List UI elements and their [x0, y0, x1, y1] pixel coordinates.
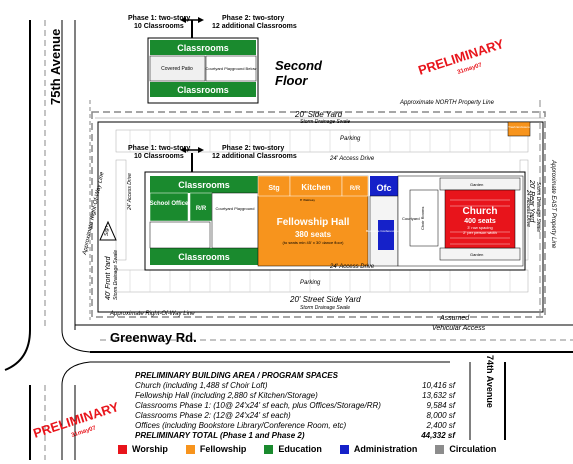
second-floor-plan	[147, 17, 259, 104]
gf-school-office: School Office	[150, 201, 189, 207]
legend-item-education: Education	[264, 444, 322, 454]
side-yard-label: 20' Side Yard	[294, 110, 343, 119]
legend-swatch	[185, 444, 195, 454]
gf-church-sub2: 2' per person width	[463, 230, 497, 235]
legend-item-worship: Worship	[118, 444, 168, 454]
gf-classrooms-top: Classrooms	[178, 180, 230, 190]
sf-classrooms-bottom: Classrooms	[177, 85, 229, 95]
program-row: Church (including 1,488 sf Choir Loft)10…	[135, 381, 455, 390]
gf-church-sub1: 3' row spacing	[467, 225, 492, 230]
legend-swatch	[339, 444, 349, 454]
program-total: PRELIMINARY TOTAL (Phase 1 and Phase 2)4…	[135, 431, 455, 440]
sf-classrooms-top: Classrooms	[177, 43, 229, 53]
gf-garden-bottom: Garden	[470, 252, 483, 257]
trash-label: Trash Enclosure	[508, 125, 530, 129]
road-74th-avenue	[469, 362, 506, 440]
legend-item-fellowship: Fellowship	[185, 444, 246, 454]
sign-marker	[99, 220, 117, 241]
gf-kitchen: Kitchen	[301, 183, 330, 192]
street-swale-label: Storm Drainage Swale	[300, 305, 350, 311]
road-greenway	[61, 324, 573, 386]
parking-top-label: Parking	[340, 136, 361, 142]
program-heading: PRELIMINARY BUILDING AREA / PROGRAM SPAC…	[135, 371, 338, 380]
access-left-label: 24' Access Drive	[127, 173, 133, 211]
access-top-label: 24' Access Drive	[329, 156, 375, 162]
side-swale-label: Storm Drainage Swale	[300, 119, 350, 125]
gf-phase2-sub: 12 additional Classrooms	[212, 153, 297, 160]
sf-phase2-sub: 12 additional Classrooms	[212, 23, 297, 30]
street-yard-label: 20' Street Side Yard	[289, 295, 361, 304]
gf-courtyard: Courtyard Playground	[216, 206, 255, 211]
program-row: Offices (including Bookstore Library/Con…	[135, 421, 455, 430]
gf-church: Church	[463, 206, 498, 217]
avenue-75-label: 75th Avenue	[48, 29, 63, 105]
gf-walkway: 8' Walkway	[300, 198, 315, 202]
gf-bookstore: Bookstore Conference Library	[366, 229, 406, 233]
parking-area	[115, 129, 529, 293]
road-75th-avenue	[4, 20, 91, 460]
front-swale-label: Storm Drainage Swale	[113, 250, 119, 300]
program-spaces: PRELIMINARY BUILDING AREA / PROGRAM SPAC…	[135, 371, 455, 441]
sf-covered-patio: Covered Patio	[161, 66, 193, 72]
greenway-label: Greenway Rd.	[110, 330, 197, 345]
row-bottom-label: Approximate Right-Of-Way Line	[109, 311, 195, 317]
gf-rr: R/R	[196, 206, 207, 212]
program-row: Classrooms Phase 1: (10@ 24'x24' sf each…	[135, 401, 455, 410]
rear-swale-label: Storm Drainage Swale	[535, 182, 541, 232]
sf-phase1-sub: 10 Classrooms	[134, 23, 184, 30]
trash-enclosure	[507, 121, 531, 137]
legend: Worship Fellowship Education Administrat…	[118, 444, 496, 454]
sign-label: Sign	[104, 226, 110, 236]
legend-item-circulation: Circulation	[435, 444, 496, 454]
gf-stg: Stg	[268, 185, 279, 192]
parking-bottom-label: Parking	[300, 280, 321, 286]
legend-swatch	[435, 444, 445, 454]
gf-rr2: R/R	[350, 186, 361, 192]
gf-garden-top: Garden	[470, 182, 483, 187]
gf-church-seats: 400 seats	[464, 218, 496, 225]
access-bottom-label: 24' Access Drive	[329, 264, 375, 270]
sf-courtyard: Courtyard Playground Below	[206, 66, 257, 71]
program-row: Classrooms Phase 2: (12@ 24'x24' sf each…	[135, 411, 455, 420]
vehicular-label: Vehicular Access	[432, 325, 486, 332]
assumed-label: Assumed	[439, 315, 470, 322]
east-line-label: Approximate EAST Property Line	[550, 159, 556, 249]
gf-ofc: Ofc	[376, 183, 391, 193]
access-right-label: 24' Access Drive	[525, 189, 531, 227]
ground-floor-plan	[144, 147, 526, 271]
gf-fellowship: Fellowship Hall	[277, 217, 350, 228]
legend-swatch	[118, 444, 127, 454]
gf-choir: Choir Rooms	[420, 207, 425, 230]
sf-phase2: Phase 2: two-story	[222, 15, 284, 22]
north-line-label: Approximate NORTH Property Line	[399, 100, 495, 106]
gf-phase1: Phase 1: two-story	[128, 145, 190, 152]
gf-classrooms-bottom: Classrooms	[178, 252, 230, 262]
gf-seats: 380 seats	[295, 230, 332, 239]
legend-swatch	[264, 444, 274, 454]
avenue-74-label: 74th Avenue	[485, 355, 495, 408]
program-row: Fellowship Hall (including 2,880 sf Kitc…	[135, 391, 455, 400]
sf-phase1: Phase 1: two-story	[128, 15, 190, 22]
rear-yard-label: 20' Rear Yard	[528, 179, 535, 223]
row-left-label: Approximate Right-Of-Way Line	[82, 171, 106, 257]
second-floor-title-1: Second	[275, 58, 323, 73]
legend-item-administration: Administration	[339, 444, 417, 454]
front-yard-label: 40' Front Yard	[105, 255, 112, 300]
second-floor-title-2: Floor	[275, 73, 308, 88]
gf-courtyard2: Courtyard	[402, 216, 420, 221]
gf-seats-sub: (to seats min 45' x 30' dance floor)	[283, 240, 345, 245]
gf-phase2: Phase 2: two-story	[222, 145, 284, 152]
property-lines	[91, 100, 546, 320]
gf-phase1-sub: 10 Classrooms	[134, 153, 184, 160]
